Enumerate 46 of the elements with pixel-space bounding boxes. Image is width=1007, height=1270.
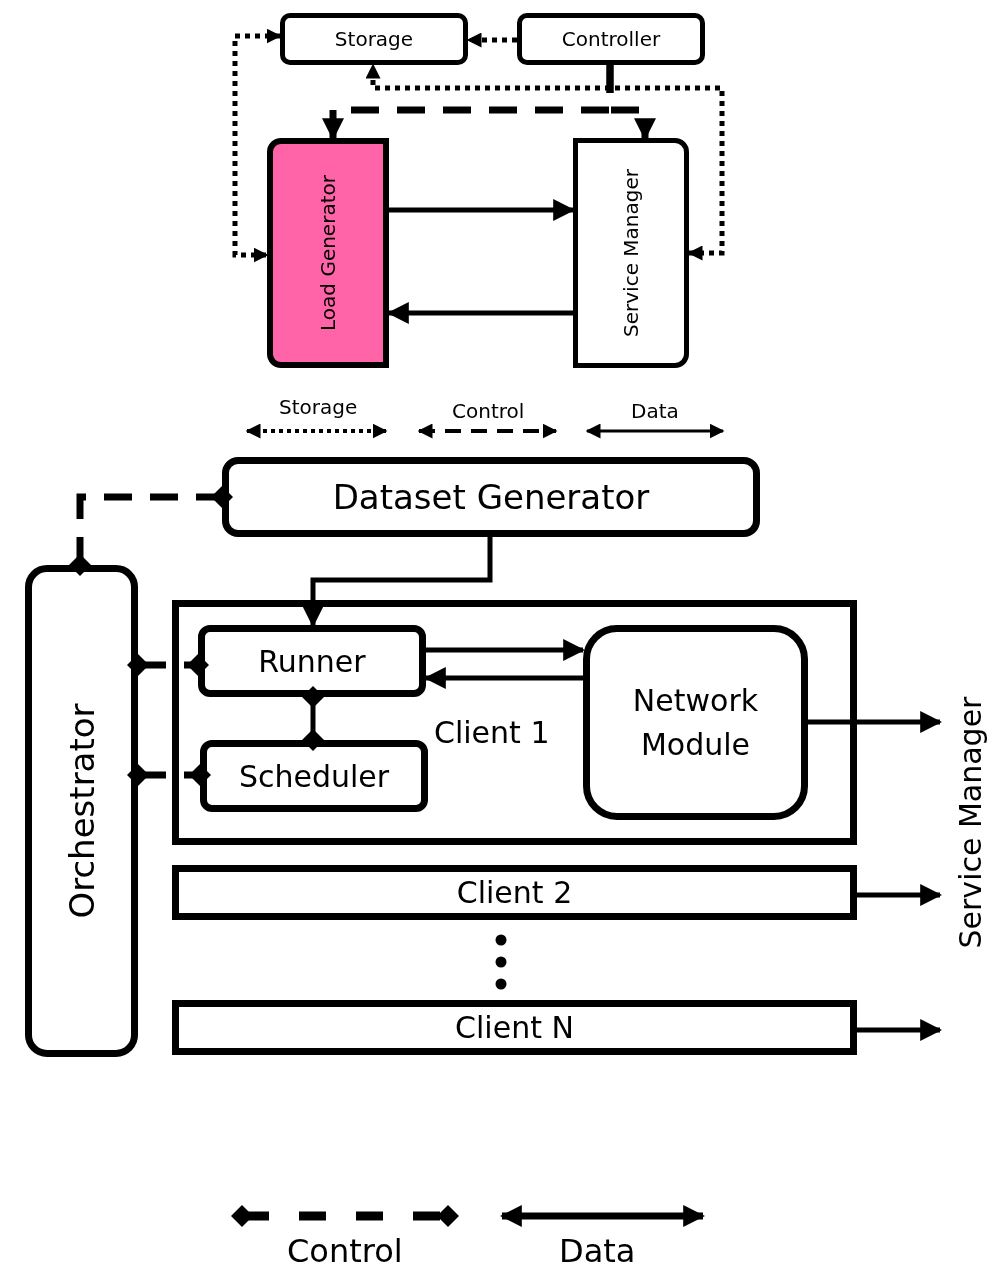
controller-box <box>517 13 705 65</box>
container-box <box>172 600 857 845</box>
process-box <box>222 457 760 537</box>
control-connector <box>69 486 233 576</box>
arrow <box>857 1019 943 1041</box>
legend-label: Data <box>631 399 679 423</box>
process-box <box>573 138 689 368</box>
arrow <box>386 302 573 324</box>
arrow <box>423 667 583 689</box>
node-label: Load Generator <box>316 175 340 331</box>
process-box <box>198 625 426 697</box>
control-connector <box>127 764 211 786</box>
process-box <box>172 1000 857 1055</box>
dotted-arrow <box>466 32 517 48</box>
node-label: Network Module <box>631 682 760 764</box>
legend-label: Control <box>287 1232 403 1270</box>
legend-label: Storage <box>279 395 358 419</box>
arrow <box>606 65 656 141</box>
control-connector <box>127 654 209 676</box>
node-label: Scheduler <box>238 758 390 794</box>
process-box <box>25 565 138 1057</box>
process-box <box>172 865 857 920</box>
process-box <box>267 138 389 368</box>
arrow <box>389 199 576 221</box>
process-box <box>583 625 808 820</box>
node-label: Dataset Generator <box>332 477 650 517</box>
node-label: Service Manager <box>619 169 643 337</box>
arrow <box>857 884 943 906</box>
node-label: Runner <box>258 643 366 679</box>
node-label: Storage <box>334 27 414 51</box>
dotted-arrow <box>365 63 725 261</box>
node-label: Client N <box>455 1010 574 1045</box>
arrow <box>808 711 943 733</box>
legend-label: Control <box>452 399 525 423</box>
arrow <box>426 639 586 661</box>
control-connector <box>302 686 324 751</box>
dotted-arrow <box>232 28 282 263</box>
storage-box <box>280 13 468 65</box>
node-label: Controller <box>561 27 661 51</box>
node-label: Orchestrator <box>61 703 102 919</box>
container-label: Client 1 <box>434 715 550 750</box>
node-label: Client 2 <box>456 875 573 910</box>
arrow <box>302 537 493 628</box>
legend-label: Data <box>559 1232 636 1270</box>
process-box <box>200 740 428 812</box>
node-label: Service Manager <box>953 696 989 949</box>
